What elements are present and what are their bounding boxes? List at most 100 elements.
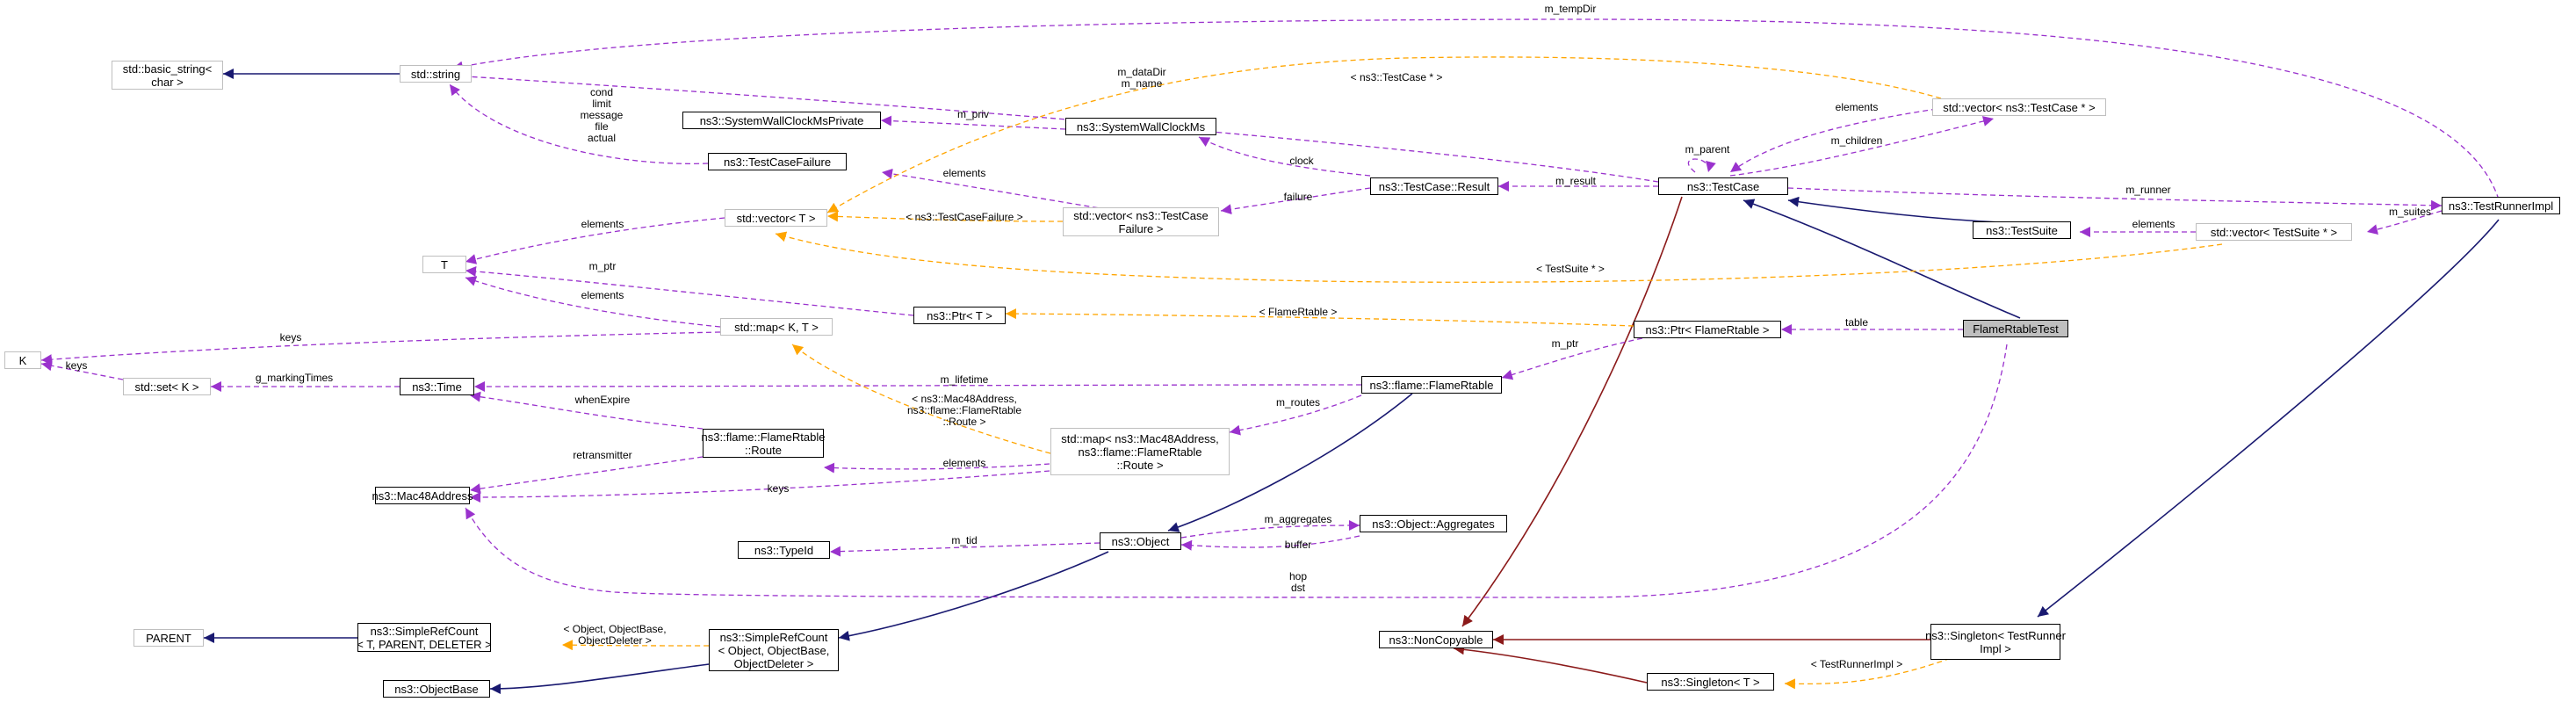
label-m-suites: m_suites bbox=[2389, 206, 2431, 218]
edge-m-ptr-T bbox=[465, 266, 914, 316]
node-flamertabletest[interactable]: FlameRtableTest bbox=[1963, 320, 2068, 337]
node-testsuite[interactable]: ns3::TestSuite bbox=[1973, 221, 2071, 239]
label-m-runner: m_runner bbox=[2125, 184, 2170, 196]
node-noncopyable[interactable]: ns3::NonCopyable bbox=[1379, 631, 1493, 648]
label-m-lifetime: m_lifetime bbox=[941, 373, 989, 386]
label-testsuite-tmpl: < TestSuite * > bbox=[1536, 263, 1605, 275]
label-tempdir: m_tempDir bbox=[1545, 3, 1597, 15]
label-map-route-tmpl: < ns3::Mac48Address,ns3::flame::FlameRta… bbox=[907, 393, 1021, 428]
node-vector-testsuite[interactable]: std::vector< TestSuite * > bbox=[2196, 223, 2352, 241]
node-parent[interactable]: PARENT bbox=[133, 629, 204, 647]
node-testcasefailure[interactable]: ns3::TestCaseFailure bbox=[708, 153, 847, 170]
edge-testcase-to-noncopyable bbox=[1461, 196, 1683, 627]
label-elements-vecT: elements bbox=[581, 218, 624, 230]
edge-tempdir bbox=[451, 18, 2500, 200]
node-ptr-flamertable[interactable]: ns3::Ptr< FlameRtable > bbox=[1634, 321, 1781, 338]
label-failure: failure bbox=[1284, 191, 1313, 203]
edge-hop-dst bbox=[465, 344, 2008, 598]
node-map-KT[interactable]: std::map< K, T > bbox=[720, 318, 833, 336]
edge-m-suites bbox=[2366, 210, 2443, 235]
label-elements-failure: elements bbox=[943, 167, 986, 179]
edge-elements-failure bbox=[881, 168, 1116, 212]
node-ptr-T[interactable]: ns3::Ptr< T > bbox=[913, 307, 1006, 324]
node-std-string[interactable]: std::string bbox=[400, 65, 472, 83]
edge-failure bbox=[1220, 187, 1371, 215]
label-elements-suites: elements bbox=[2132, 218, 2176, 230]
node-simplerefcount-object[interactable]: ns3::SimpleRefCount < Object, ObjectBase… bbox=[709, 629, 839, 671]
edge-m-aggregates bbox=[1180, 520, 1360, 539]
label-m-ptr-T: m_ptr bbox=[589, 260, 617, 272]
node-T[interactable]: T bbox=[422, 256, 466, 273]
node-flamertable-route[interactable]: ns3::flame::FlameRtable ::Route bbox=[701, 429, 826, 458]
label-runnerimpl-tmpl: < TestRunnerImpl > bbox=[1811, 658, 1903, 670]
node-object[interactable]: ns3::Object bbox=[1100, 532, 1181, 550]
label-m-parent: m_parent bbox=[1685, 143, 1730, 156]
node-mac48address[interactable]: ns3::Mac48Address bbox=[372, 487, 473, 504]
edge-clock bbox=[1198, 136, 1371, 177]
label-flamertable-tmpl: < FlameRtable > bbox=[1259, 306, 1338, 318]
edge-retransmitter bbox=[469, 456, 704, 495]
label-whenexpire: whenExpire bbox=[574, 394, 631, 406]
label-testcasefailure-tmpl: < ns3::TestCaseFailure > bbox=[906, 211, 1022, 223]
edge-keys-route bbox=[469, 470, 1050, 503]
label-elements-route: elements bbox=[943, 457, 986, 469]
edge-m-lifetime bbox=[473, 380, 1362, 392]
edge-whenexpire bbox=[469, 391, 704, 430]
label-m-children: m_children bbox=[1831, 134, 1883, 147]
node-objectbase[interactable]: ns3::ObjectBase bbox=[383, 680, 490, 698]
label-keys-map: keys bbox=[280, 331, 302, 344]
node-map-mac48-route[interactable]: std::map< ns3::Mac48Address, ns3::flame:… bbox=[1050, 428, 1230, 475]
node-testcase-result[interactable]: ns3::TestCase::Result bbox=[1370, 177, 1498, 195]
label-clock: clock bbox=[1289, 155, 1314, 167]
node-vector-testcasefailure[interactable]: std::vector< ns3::TestCase Failure > bbox=[1063, 207, 1219, 236]
edge-tmpl-vector-failure bbox=[826, 211, 1064, 222]
node-K[interactable]: K bbox=[4, 351, 41, 369]
edge-m-children bbox=[1729, 116, 1995, 177]
edge-focus-to-testcase bbox=[1743, 199, 2021, 319]
edge-object-to-simplerefcount bbox=[838, 551, 1109, 641]
edge-elements-route bbox=[823, 462, 1050, 474]
label-m-tid: m_tid bbox=[951, 534, 977, 546]
label-keys-route: keys bbox=[768, 482, 790, 495]
label-m-result: m_result bbox=[1555, 175, 1597, 187]
label-g-marking: g_markingTimes bbox=[256, 372, 333, 384]
node-set-K[interactable]: std::set< K > bbox=[123, 378, 211, 395]
node-object-aggregates[interactable]: ns3::Object::Aggregates bbox=[1360, 515, 1507, 532]
edge-keys-set bbox=[40, 360, 124, 380]
edge-keys-map bbox=[40, 331, 721, 365]
label-m-priv: m_priv bbox=[957, 108, 989, 120]
edge-failure-string bbox=[449, 83, 709, 164]
label-m-ptr-flame: m_ptr bbox=[1552, 337, 1579, 350]
label-keys-set: keys bbox=[66, 359, 88, 372]
label-m-routes: m_routes bbox=[1276, 396, 1320, 409]
node-systemwallclockms[interactable]: ns3::SystemWallClockMs bbox=[1065, 118, 1216, 135]
edge-singleton-to-runnerimpl bbox=[2037, 219, 2500, 618]
node-vector-testcase[interactable]: std::vector< ns3::TestCase * > bbox=[1932, 98, 2106, 116]
label-elements-tc: elements bbox=[1836, 101, 1879, 113]
node-singleton-testrunnerimpl[interactable]: ns3::Singleton< TestRunner Impl > bbox=[1925, 624, 2066, 660]
label-retransmitter: retransmitter bbox=[573, 449, 631, 461]
label-table: table bbox=[1845, 316, 1868, 329]
edge-elements-tc bbox=[1729, 108, 1937, 173]
node-systemwallclockmsprivate[interactable]: ns3::SystemWallClockMsPrivate bbox=[682, 112, 881, 129]
node-typeid[interactable]: ns3::TypeId bbox=[738, 541, 830, 559]
node-simplerefcount-T[interactable]: ns3::SimpleRefCount < T, PARENT, DELETER… bbox=[357, 623, 492, 652]
edge-testsuite-to-testcase bbox=[1787, 196, 2017, 224]
edge-tmpl-ptr-flame bbox=[1005, 308, 1634, 327]
label-simplerefcount-tmpl: < Object, ObjectBase,ObjectDeleter > bbox=[563, 623, 666, 647]
label-elements-map: elements bbox=[581, 289, 624, 301]
node-time[interactable]: ns3::Time bbox=[400, 378, 474, 395]
node-testrunnerimpl[interactable]: ns3::TestRunnerImpl bbox=[2442, 197, 2560, 214]
node-flamertable[interactable]: ns3::flame::FlameRtable bbox=[1361, 376, 1502, 394]
label-buffer: buffer bbox=[1285, 539, 1311, 551]
node-testcase[interactable]: ns3::TestCase bbox=[1658, 177, 1788, 195]
node-singleton-T[interactable]: ns3::Singleton< T > bbox=[1647, 673, 1774, 691]
edge-m-runner bbox=[1787, 187, 2443, 211]
node-basic-string[interactable]: std::basic_string< char > bbox=[112, 61, 223, 90]
node-vector-T[interactable]: std::vector< T > bbox=[725, 209, 827, 227]
edge-flamertable-to-object bbox=[1167, 393, 1413, 532]
edge-tmpl-vector-testcase bbox=[826, 56, 1942, 213]
